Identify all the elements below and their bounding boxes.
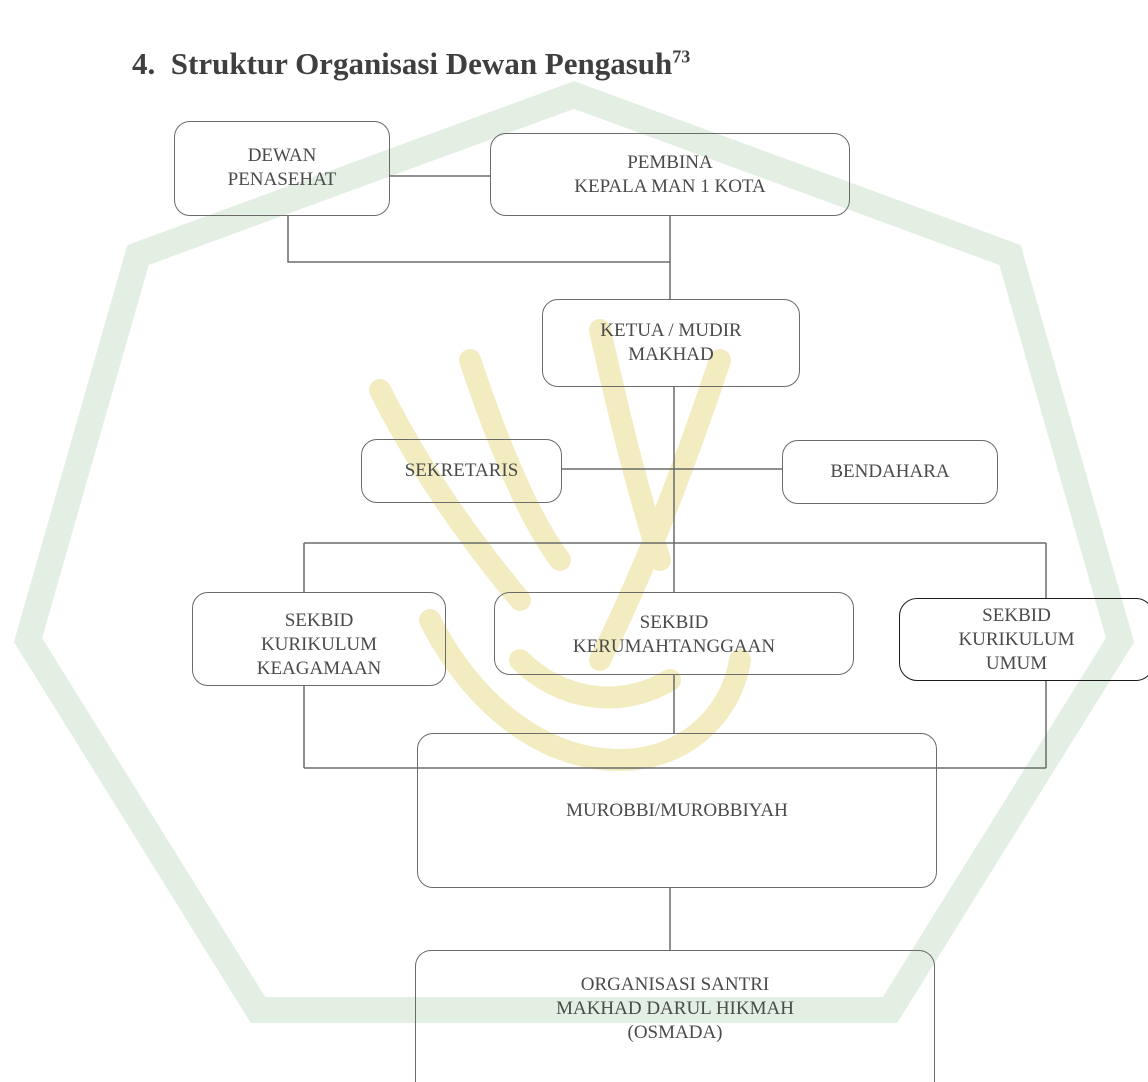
- node-murobbi: MUROBBI/MUROBBIYAH: [417, 733, 937, 888]
- node-bendahara: BENDAHARA: [782, 440, 998, 504]
- section-heading: 4. Struktur Organisasi Dewan Pengasuh73: [132, 46, 691, 81]
- node-sekretaris: SEKRETARIS: [361, 439, 562, 503]
